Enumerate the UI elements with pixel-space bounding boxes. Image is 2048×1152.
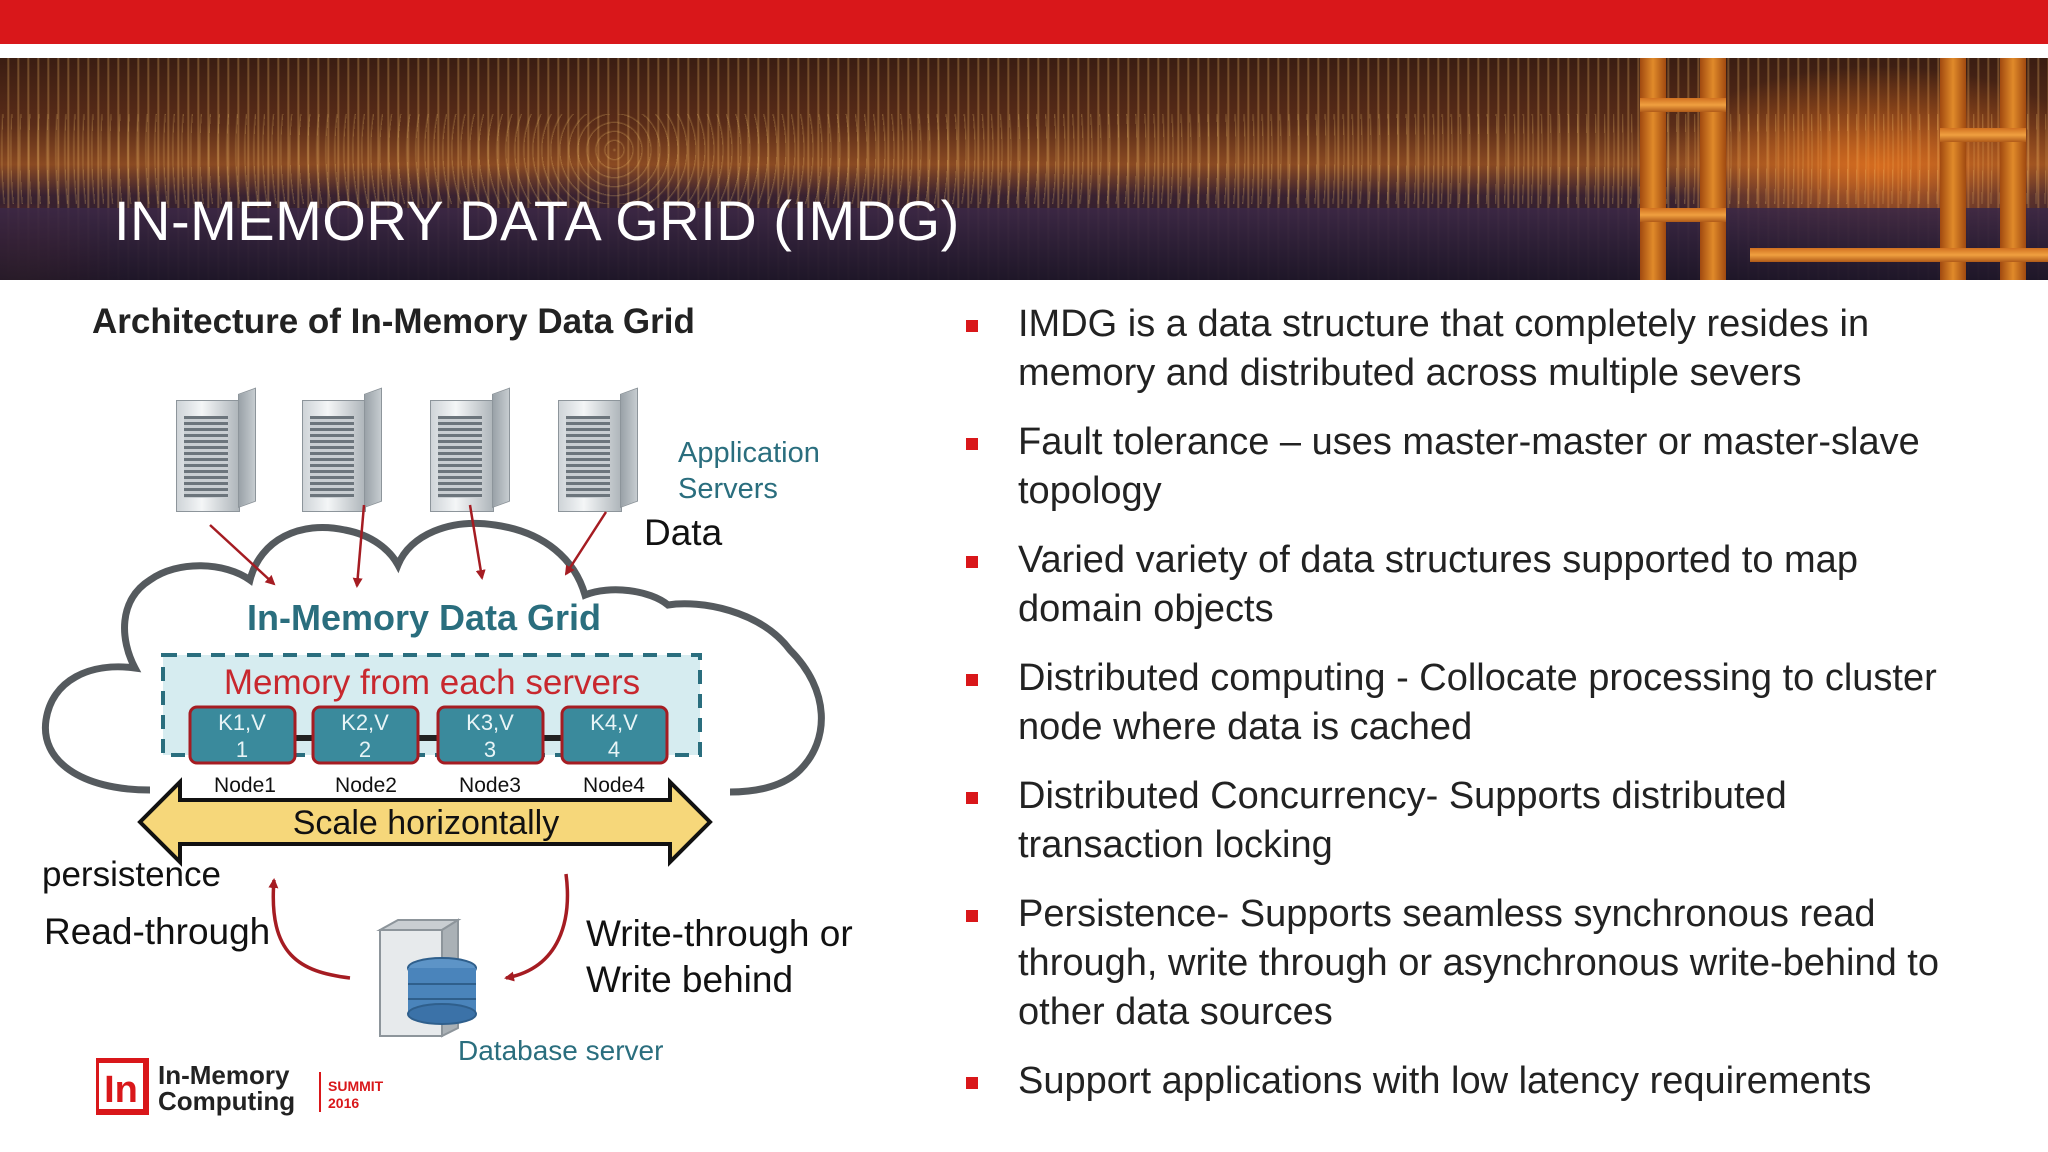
data-arrow	[564, 511, 608, 576]
node-kv-1b: 1	[236, 737, 248, 762]
grid-label: In-Memory Data Grid	[247, 597, 601, 638]
memory-label: Memory from each servers	[224, 663, 640, 702]
node-kv-4b: 4	[608, 737, 620, 762]
bridge-tower	[2000, 58, 2026, 280]
node-box	[560, 705, 669, 765]
node-box	[436, 705, 545, 765]
bullet-marker	[966, 674, 978, 686]
node-kv-4: K4,V	[590, 710, 638, 735]
top-red-bar	[0, 0, 2048, 44]
database-server-icon	[376, 918, 477, 1038]
node-name: Node2	[335, 774, 397, 797]
bullet-list: IMDG is a data structure that completely…	[966, 300, 2026, 1126]
bridge-beam	[1940, 128, 2026, 142]
logo-event-1: SUMMIT	[328, 1078, 384, 1094]
write-through-arrow	[504, 873, 570, 982]
bullet-item: IMDG is a data structure that completely…	[966, 300, 2026, 398]
data-arrow	[209, 524, 276, 586]
bullet-item: Persistence- Supports seamless synchrono…	[966, 890, 2026, 1037]
data-arrow	[352, 504, 366, 588]
write-label-1: Write-through or	[586, 913, 853, 954]
database-label: Database server	[458, 1035, 663, 1066]
top-white-strip	[0, 44, 2048, 58]
bullet-marker	[966, 792, 978, 804]
scale-arrow	[137, 777, 713, 867]
write-label-2: Write behind	[586, 959, 793, 1000]
node-kv-1: K1,V	[218, 710, 266, 735]
app-servers-label: Application	[678, 437, 820, 469]
summit-logo: In In-Memory Computing SUMMIT 2016	[96, 1058, 384, 1116]
server-icon	[302, 387, 382, 512]
bridge-tower	[1940, 58, 1966, 280]
node-name: Node3	[459, 774, 521, 797]
bridge-beam	[1640, 98, 1726, 112]
logo-name-2: Computing	[158, 1086, 295, 1116]
scale-label: Scale horizontally	[293, 804, 559, 842]
bridge-beam	[1640, 208, 1726, 222]
app-servers-label-2: Servers	[678, 473, 778, 505]
server-icon	[430, 387, 510, 512]
node-name: Node1	[214, 774, 276, 797]
bullet-marker	[966, 1077, 978, 1089]
bullet-item: Varied variety of data structures suppor…	[966, 536, 2026, 634]
bridge-tower	[1640, 58, 1666, 280]
node-kv-2: K2,V	[341, 710, 389, 735]
bullet-item: Support applications with low latency re…	[966, 1057, 2026, 1106]
node-box	[188, 705, 297, 765]
node-kv-3: K3,V	[466, 710, 514, 735]
node-name: Node4	[583, 774, 645, 797]
bullet-marker	[966, 320, 978, 332]
node-kv-3b: 3	[484, 737, 496, 762]
node-box	[311, 705, 420, 765]
data-label: Data	[644, 512, 723, 553]
logo-mark: In	[104, 1069, 138, 1111]
diagram-heading: Architecture of In-Memory Data Grid	[92, 302, 695, 341]
bullet-item: Distributed computing - Collocate proces…	[966, 654, 2026, 752]
header-banner	[0, 58, 2048, 280]
server-icon	[176, 387, 256, 512]
bullet-item: Distributed Concurrency- Supports distri…	[966, 772, 2026, 870]
logo-name-1: In-Memory	[158, 1060, 290, 1090]
bullet-marker	[966, 910, 978, 922]
logo-event-2: 2016	[328, 1095, 359, 1111]
page-title: IN-MEMORY DATA GRID (IMDG)	[114, 189, 960, 252]
server-icon	[558, 387, 638, 512]
data-arrow	[468, 504, 486, 580]
bridge-tower	[1700, 58, 1726, 280]
persistence-label: persistence	[42, 855, 221, 894]
node-kv-2b: 2	[359, 737, 371, 762]
bridge-deck	[1750, 248, 2048, 262]
architecture-diagram: K1,V 1 K2,V 2 K3,V 3 K4,V 4 Node1 Node2 …	[41, 437, 853, 1066]
bullet-item: Fault tolerance – uses master-master or …	[966, 418, 2026, 516]
bullet-marker	[966, 438, 978, 450]
read-through-label: Read-through	[44, 911, 270, 952]
bullet-marker	[966, 556, 978, 568]
read-through-arrow	[268, 878, 351, 980]
